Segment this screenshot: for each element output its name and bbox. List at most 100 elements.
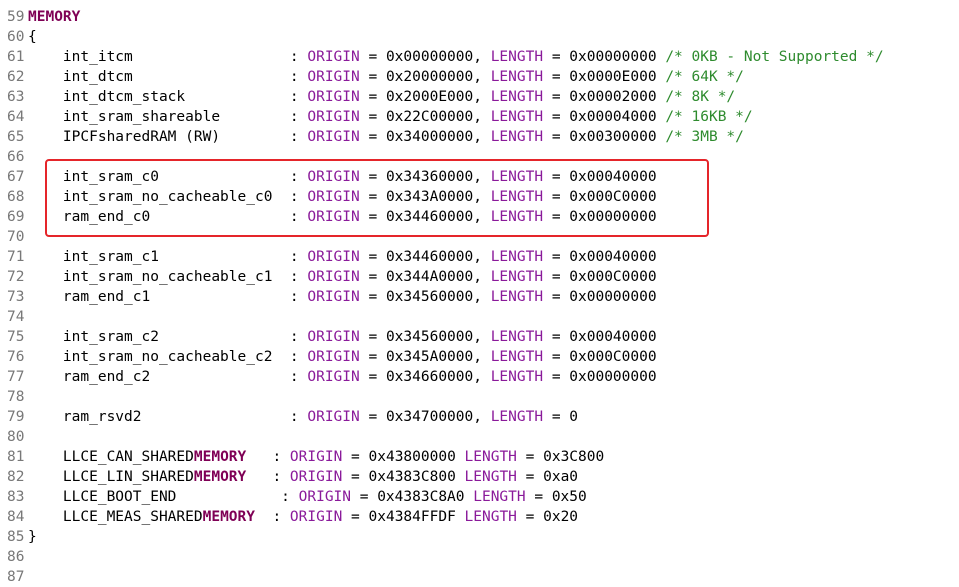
code-text: int_sram_shareable : ORIGIN = 0x22C00000… <box>28 107 753 127</box>
field-token: LENGTH <box>464 509 517 525</box>
code-token: LLCE_MEAS_SHARED <box>28 509 203 525</box>
field-token: ORIGIN <box>307 209 360 225</box>
code-token: : <box>246 469 290 485</box>
line-number: 81 <box>7 449 25 465</box>
field-token: LENGTH <box>490 129 544 145</box>
line-number: 76 <box>7 349 25 365</box>
field-token: ORIGIN <box>307 249 360 265</box>
code-text: ram_end_c0 : ORIGIN = 0x34460000, LENGTH… <box>28 207 657 227</box>
line-number: 77 <box>7 369 25 385</box>
line-number: 65 <box>7 129 25 145</box>
code-token: = 0x4383C800 <box>342 469 465 485</box>
code-text: int_sram_c0 : ORIGIN = 0x34360000, LENGT… <box>28 167 657 187</box>
line-number: 75 <box>7 329 25 345</box>
code-token: { <box>28 29 37 45</box>
code-token: = 0x344A0000, <box>359 269 491 285</box>
line-number: 79 <box>7 409 25 425</box>
code-token: = 0x00000000, <box>359 49 491 65</box>
code-text: LLCE_BOOT_END : ORIGIN = 0x4383C8A0 LENG… <box>28 487 587 507</box>
code-text: ram_rsvd2 : ORIGIN = 0x34700000, LENGTH … <box>28 407 578 427</box>
line-number: 85 <box>7 529 25 545</box>
comment-token: /* 3MB */ <box>665 129 744 145</box>
field-token: ORIGIN <box>307 369 360 385</box>
line-number: 62 <box>7 69 25 85</box>
code-token: ram_rsvd2 : <box>28 409 308 425</box>
field-token: LENGTH <box>490 89 544 105</box>
field-token: ORIGIN <box>307 189 360 205</box>
code-token: = 0x00040000 <box>543 249 657 265</box>
code-text: int_itcm : ORIGIN = 0x00000000, LENGTH =… <box>28 47 884 67</box>
code-text: LLCE_MEAS_SHAREDMEMORY : ORIGIN = 0x4384… <box>28 507 578 527</box>
code-token: LLCE_BOOT_END : <box>28 489 299 505</box>
code-token: = 0xa0 <box>516 469 579 485</box>
code-token: = 0x0000E000 <box>543 69 666 85</box>
code-token: = 0x34460000, <box>359 249 491 265</box>
field-token: LENGTH <box>490 329 544 345</box>
line-number: 63 <box>7 89 25 105</box>
keyword-token: MEMORY <box>193 449 247 465</box>
code-token: = 0x20 <box>516 509 579 525</box>
code-token: LLCE_CAN_SHARED <box>28 449 194 465</box>
code-text: LLCE_CAN_SHAREDMEMORY : ORIGIN = 0x43800… <box>28 447 604 467</box>
code-text: int_dtcm_stack : ORIGIN = 0x2000E000, LE… <box>28 87 735 107</box>
code-token: = 0x34560000, <box>359 289 491 305</box>
field-token: LENGTH <box>464 449 517 465</box>
field-token: LENGTH <box>490 369 544 385</box>
code-text: } <box>28 527 37 547</box>
code-token: int_sram_shareable : <box>28 109 308 125</box>
code-token: = 0x000C0000 <box>543 189 657 205</box>
line-number: 82 <box>7 469 25 485</box>
code-text: LLCE_LIN_SHAREDMEMORY : ORIGIN = 0x4383C… <box>28 467 578 487</box>
code-token: = 0x00000000 <box>543 49 666 65</box>
highlight-annotation-box <box>45 159 709 237</box>
code-token: = 0x4383C8A0 <box>351 489 474 505</box>
field-token: LENGTH <box>490 169 544 185</box>
code-token: : <box>246 449 290 465</box>
field-token: ORIGIN <box>307 349 360 365</box>
code-token: = 0x34460000, <box>359 209 491 225</box>
field-token: LENGTH <box>490 409 544 425</box>
line-number: 87 <box>7 569 25 585</box>
line-number: 70 <box>7 229 25 245</box>
code-token: ram_end_c2 : <box>28 369 308 385</box>
code-token: = 0x34560000, <box>359 329 491 345</box>
code-token: = 0x4384FFDF <box>342 509 465 525</box>
code-token: int_dtcm : <box>28 69 308 85</box>
code-token: = 0x00300000 <box>543 129 666 145</box>
line-number: 61 <box>7 49 25 65</box>
line-number: 83 <box>7 489 25 505</box>
field-token: LENGTH <box>490 189 544 205</box>
code-token: = 0x34700000, <box>359 409 491 425</box>
line-number: 72 <box>7 269 25 285</box>
code-text: { <box>28 27 37 47</box>
code-token: = 0x345A0000, <box>359 349 491 365</box>
keyword-token: MEMORY <box>193 469 247 485</box>
field-token: LENGTH <box>490 249 544 265</box>
field-token: ORIGIN <box>307 49 360 65</box>
field-token: ORIGIN <box>298 489 352 505</box>
line-number: 64 <box>7 109 25 125</box>
code-token: = 0x22C00000, <box>359 109 491 125</box>
field-token: ORIGIN <box>307 169 360 185</box>
field-token: ORIGIN <box>307 69 360 85</box>
code-text: int_dtcm : ORIGIN = 0x20000000, LENGTH =… <box>28 67 744 87</box>
line-number: 73 <box>7 289 25 305</box>
line-number: 68 <box>7 189 25 205</box>
field-token: LENGTH <box>490 69 544 85</box>
field-token: ORIGIN <box>289 509 343 525</box>
code-token: = 0x000C0000 <box>543 349 657 365</box>
code-token: int_dtcm_stack : <box>28 89 308 105</box>
code-token: = 0x2000E000, <box>359 89 491 105</box>
field-token: LENGTH <box>490 269 544 285</box>
code-text: ram_end_c2 : ORIGIN = 0x34660000, LENGTH… <box>28 367 657 387</box>
line-number: 67 <box>7 169 25 185</box>
comment-token: /* 64K */ <box>665 69 744 85</box>
code-token: = 0x00000000 <box>543 289 657 305</box>
field-token: LENGTH <box>473 489 526 505</box>
field-token: ORIGIN <box>307 329 360 345</box>
line-number: 80 <box>7 429 25 445</box>
code-token: = 0x34660000, <box>359 369 491 385</box>
field-token: ORIGIN <box>289 469 343 485</box>
code-token: int_sram_no_cacheable_c1 : <box>28 269 308 285</box>
